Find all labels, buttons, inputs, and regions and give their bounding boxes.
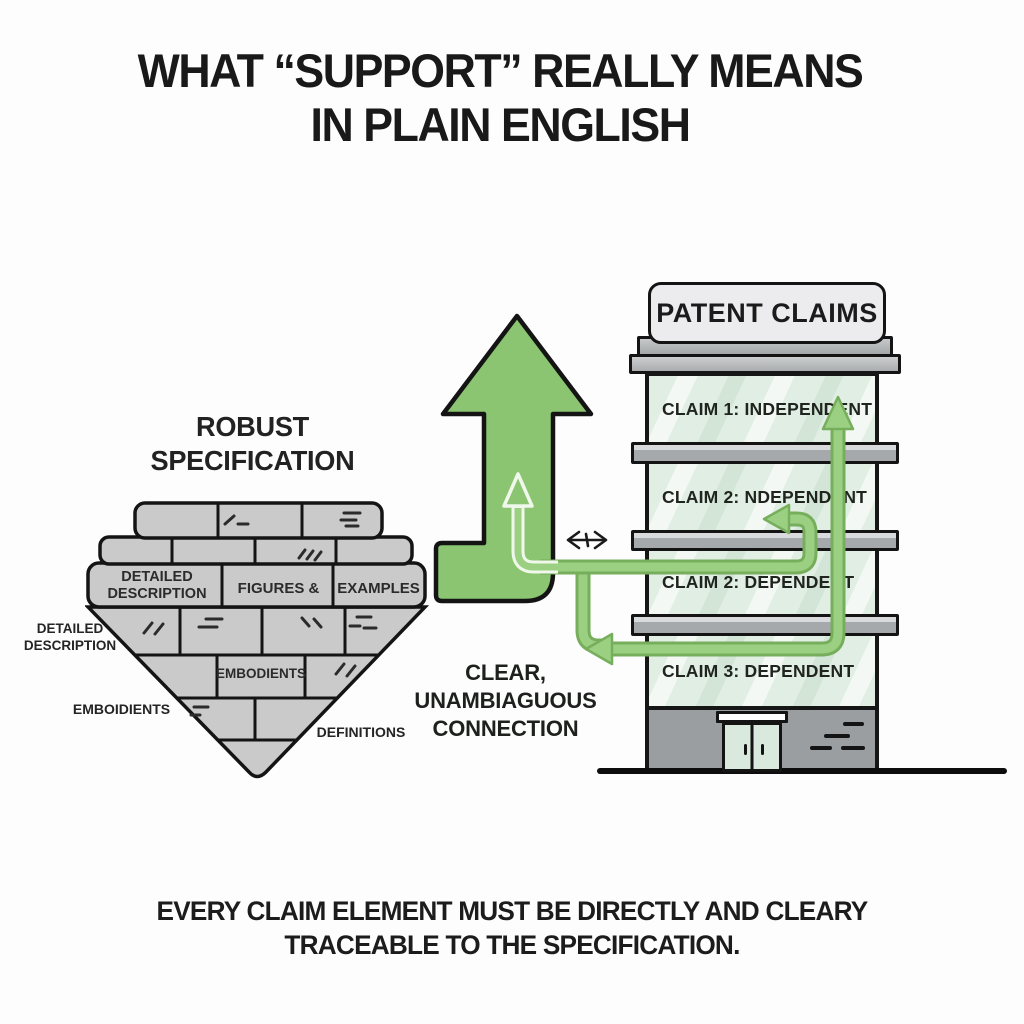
page-title: WHAT “SUPPORT” REALLY MEANS IN PLAIN ENG… (25, 44, 975, 152)
specification-heading-line2: SPECIFICATION (150, 445, 355, 476)
floor-claim-3-label: CLAIM 3: DEPENDENT (662, 660, 855, 681)
floor-claim-2d-label: CLAIM 2: DEPENDENT (662, 572, 855, 592)
brick-detailed-description: DETAILED DESCRIPTION (107, 569, 207, 602)
page-title-line2: IN PLAIN ENGLISH (310, 98, 691, 151)
bottom-caption-line2: TRACEABLE TO THE SPECIFICATION. (284, 930, 740, 960)
floor-claim-3: CLAIM 3: DEPENDENT (645, 636, 879, 706)
floor-divider-3 (631, 614, 899, 636)
side-label-detailed-description: DETAILED DESCRIPTION (23, 621, 117, 653)
bidirectional-arrow-icon (566, 530, 608, 550)
floor-claim-1: CLAIM 1: INDEPENDENT (645, 372, 879, 442)
door-handle-left (744, 744, 747, 755)
floor-claim-2i-label: CLAIM 2: NDEPENDENT (662, 486, 868, 507)
floor-divider-1 (631, 442, 899, 464)
wall-dash-2 (824, 734, 850, 738)
bottom-caption-line1: EVERY CLAIM ELEMENT MUST BE DIRECTLY AND… (156, 896, 869, 926)
wall-dash-4 (841, 746, 865, 750)
page-title-line1: WHAT “SUPPORT” REALLY MEANS (137, 44, 864, 97)
wall-dash-1 (843, 722, 864, 726)
building-door (722, 722, 782, 772)
brick-embodiments: EMBODIENTS (216, 665, 307, 681)
door-lintel (716, 711, 788, 723)
connection-line2: UNAMBIAGUOUS (414, 688, 597, 713)
specification-pyramid (85, 501, 430, 779)
floor-claim-2i: CLAIM 2: NDEPENDENT (645, 464, 879, 530)
inner-arrowhead-up (502, 472, 534, 508)
support-up-arrow (433, 313, 594, 604)
pyramid-row1 (133, 501, 384, 540)
bottom-caption: EVERY CLAIM ELEMENT MUST BE DIRECTLY AND… (15, 894, 1008, 962)
building-cornice-lower (629, 354, 901, 374)
ground-line (597, 768, 1007, 774)
wall-dash-3 (810, 746, 832, 750)
side-label-embodiments: EMBOIDIENTS (72, 701, 171, 717)
brick-texture-marks (142, 511, 378, 717)
connection-line3: CONNECTION (432, 716, 579, 741)
door-split-line (750, 725, 754, 769)
building-sign: PATENT CLAIMS (648, 282, 886, 344)
floor-claim-2d: CLAIM 2: DEPENDENT (645, 551, 879, 614)
specification-heading: ROBUST SPECIFICATION (90, 410, 415, 478)
connection-line1: CLEAR, (465, 660, 546, 685)
brick-examples: EXAMPLES (337, 579, 420, 597)
brick-figures: FIGURES & (237, 579, 320, 597)
connection-label: CLEAR, UNAMBIAGUOUS CONNECTION (398, 659, 613, 743)
floor-divider-2 (631, 530, 899, 551)
specification-heading-line1: ROBUST (196, 411, 309, 442)
side-label-definitions: DEFINITIONS (316, 724, 406, 740)
connector-branch-down (578, 570, 603, 651)
inner-traceability-arrow (514, 508, 558, 571)
floor-claim-1-label: CLAIM 1: INDEPENDENT (662, 398, 873, 419)
pyramid-v-body (85, 605, 430, 779)
door-handle-right (761, 744, 764, 755)
